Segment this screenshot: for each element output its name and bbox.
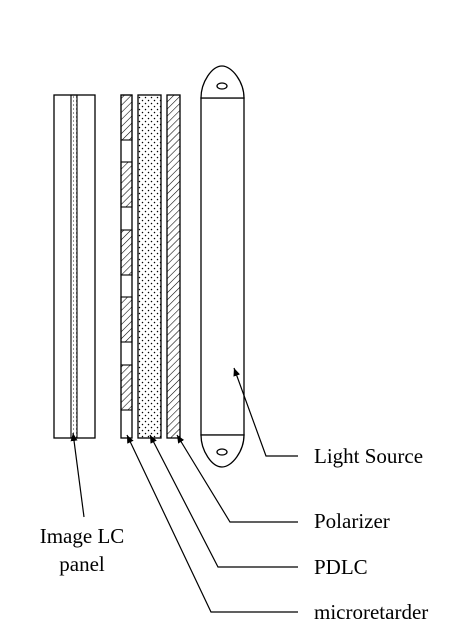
microretarder-layer [120,94,133,439]
polarizer-layer [166,94,181,439]
label-light-source: Light Source [314,444,423,468]
light-source-lamp [200,65,245,468]
label-microretarder: microretarder [314,600,428,624]
label-image-lc-line2: panel [59,552,105,576]
image-lc-panel [53,94,96,439]
label-polarizer: Polarizer [314,509,390,533]
leader-lines [70,367,298,613]
label-pdlc: PDLC [314,555,368,579]
label-image-lc-line1: Image LC [40,524,125,548]
pdlc-layer [137,94,162,439]
